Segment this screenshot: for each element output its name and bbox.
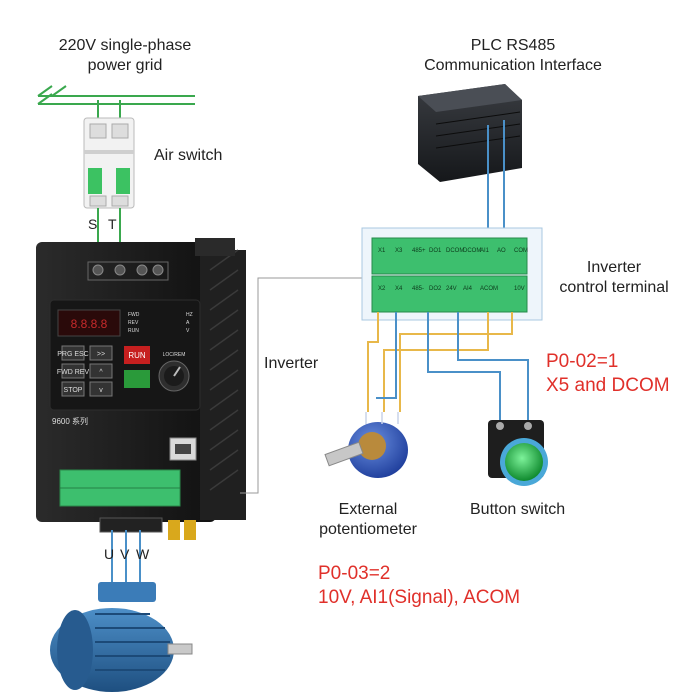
control-terminal-icon xyxy=(361,227,543,321)
series-label: 9600 系列 xyxy=(52,416,88,426)
p002-label: P0-02=1 X5 and DCOM xyxy=(546,350,670,398)
run-indicator: RUN xyxy=(128,328,139,334)
motor-v-label: V xyxy=(120,546,130,562)
terminal-bottom-3: DO2 xyxy=(429,286,442,292)
potentiometer-icon xyxy=(324,412,408,478)
power-grid-symbol xyxy=(37,85,195,105)
plc-module-icon xyxy=(418,84,522,182)
motor-u-label: U xyxy=(104,546,115,562)
terminal-t-label: T xyxy=(108,216,117,232)
terminal-bottom-6: ACOM xyxy=(480,286,498,292)
terminal-bottom-1: X4 xyxy=(395,286,403,292)
terminal-bottom-4: 24V xyxy=(446,286,457,292)
inverter-icon: 8.8.8.8 xyxy=(36,238,246,540)
inverter-label: Inverter xyxy=(264,355,319,372)
key-run-label: RUN xyxy=(128,351,146,360)
key-up-label: ^ xyxy=(99,369,103,376)
button-switch-icon xyxy=(488,420,548,486)
air-switch-label: Air switch xyxy=(154,147,223,164)
key-prg-label: PRG ESC xyxy=(57,351,89,358)
knob-label: LOC/REM xyxy=(163,352,186,358)
plc-line1: PLC RS485 xyxy=(470,37,556,54)
plc-label: PLC RS485 Communication Interface xyxy=(398,36,628,76)
p002-line1: P0-02=1 xyxy=(546,351,619,372)
hz-indicator: HZ xyxy=(186,312,193,318)
plc-line2: Communication Interface xyxy=(424,57,602,74)
terminal-top-2: 485+ xyxy=(412,248,426,254)
fwd-indicator: FWD xyxy=(128,312,140,318)
air-switch-icon xyxy=(83,117,135,209)
terminal-bottom-0: X2 xyxy=(378,286,386,292)
key-fwd-label: FWD REV xyxy=(57,369,90,376)
display-digits: 8.8.8.8 xyxy=(71,317,108,331)
terminal-s-label: S xyxy=(88,216,98,232)
power-grid-line1: 220V single-phase xyxy=(58,37,192,54)
terminal-top-8: COM xyxy=(514,248,528,254)
inverter-panel-labels: PRG ESC >> FWD REV ^ STOP v RUN LOC/REM … xyxy=(52,312,193,426)
potentiometer-line1: External xyxy=(338,501,398,518)
key-down-label: v xyxy=(99,387,103,394)
motor-icon xyxy=(50,582,193,692)
terminal-bottom-5: AI4 xyxy=(463,286,473,292)
terminal-bottom-2: 485- xyxy=(412,286,424,292)
potentiometer-label: External potentiometer xyxy=(308,500,428,540)
power-grid-line2: power grid xyxy=(87,57,163,74)
p003-line1: P0-03=2 xyxy=(318,563,391,584)
p003-line2: 10V, AI1(Signal), ACOM xyxy=(318,587,521,608)
p002-line2: X5 and DCOM xyxy=(546,375,670,396)
power-grid-label: 220V single-phase power grid xyxy=(30,36,220,76)
terminal-top-7: AO xyxy=(497,248,506,254)
terminal-top-5: DCOM xyxy=(463,248,481,254)
control-terminal-line2: control terminal xyxy=(559,279,669,296)
terminal-top-0: X1 xyxy=(378,248,386,254)
key-shift-label: >> xyxy=(97,351,105,358)
p003-label: P0-03=2 10V, AI1(Signal), ACOM xyxy=(318,562,520,610)
potentiometer-line2: potentiometer xyxy=(319,521,417,538)
motor-w-label: W xyxy=(136,546,150,562)
key-stop-label: STOP xyxy=(64,387,83,394)
terminal-top-1: X3 xyxy=(395,248,403,254)
button-switch-label: Button switch xyxy=(470,501,566,518)
control-terminal-line1: Inverter xyxy=(586,259,642,276)
terminal-top-4: DCOM xyxy=(446,248,464,254)
a-indicator: A xyxy=(186,320,190,326)
rev-indicator: REV xyxy=(128,320,139,326)
control-terminal-label: Inverter control terminal xyxy=(544,258,684,298)
v-indicator: V xyxy=(186,328,190,334)
terminal-bottom-8: 10V xyxy=(514,286,525,292)
terminal-top-3: DO1 xyxy=(429,248,442,254)
terminal-top-6: AI1 xyxy=(480,248,490,254)
